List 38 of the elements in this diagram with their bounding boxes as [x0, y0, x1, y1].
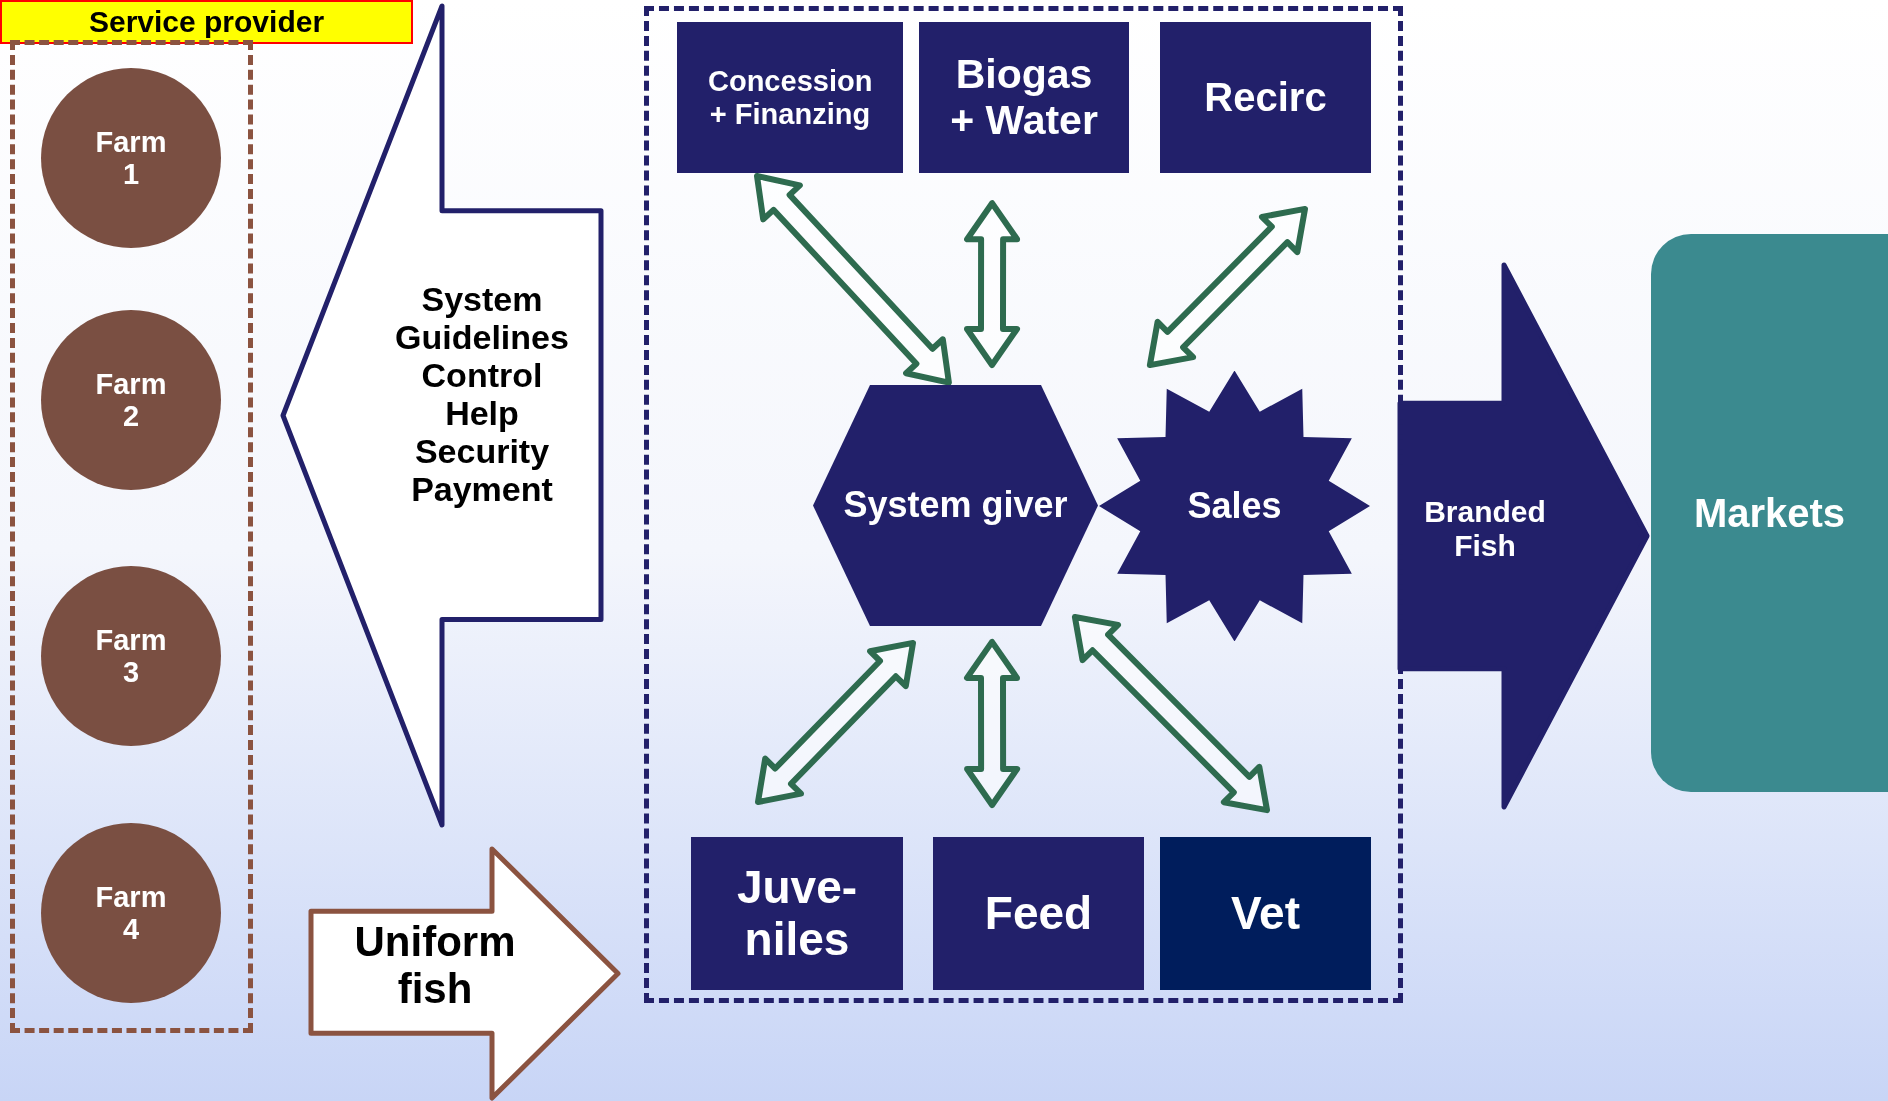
service-box: [1160, 837, 1371, 990]
node-label: Service provider: [87, 5, 326, 39]
node-label: Recirc: [1203, 75, 1328, 120]
node-label: Farm 1: [94, 125, 168, 191]
service-box: [1160, 22, 1371, 173]
node-label: Concession + Finanzing: [707, 65, 874, 130]
edge-label: System Guidelines Control Help Security Payment: [394, 280, 570, 509]
node-label: Sales: [1186, 485, 1283, 527]
node-label: Markets: [1692, 490, 1847, 536]
node-label: Feed: [983, 887, 1094, 940]
node-label: Biogas + Water: [949, 51, 1099, 144]
group-frame: [644, 6, 1403, 1003]
markets-box: [1651, 234, 1888, 792]
double-arrow: [755, 639, 916, 805]
double-arrow: [1071, 614, 1270, 814]
title-banner: [0, 0, 413, 44]
node-label: Farm 4: [94, 880, 168, 946]
service-box: [691, 837, 903, 990]
node-label: System giver: [842, 485, 1069, 526]
edge-label: Uniform fish: [353, 918, 517, 1013]
service-box: [933, 837, 1144, 990]
starburst: [1099, 371, 1370, 641]
double-arrow: [754, 173, 952, 386]
block-arrow: [308, 846, 621, 1101]
service-box: [677, 22, 903, 173]
block-arrow: [280, 3, 604, 828]
hexagon: [813, 385, 1098, 626]
node-label: Vet: [1229, 887, 1301, 940]
double-arrow: [964, 638, 1021, 808]
service-box: [919, 22, 1129, 173]
edge-label: Branded Fish: [1423, 495, 1547, 563]
block-arrow: [1397, 262, 1650, 810]
node-label: Juve-niles: [735, 862, 859, 965]
node-label: Farm 2: [94, 367, 168, 433]
group-frame: [10, 40, 253, 1033]
node-label: Farm 3: [94, 623, 168, 689]
double-arrow: [964, 200, 1021, 368]
double-arrow: [1146, 205, 1308, 369]
